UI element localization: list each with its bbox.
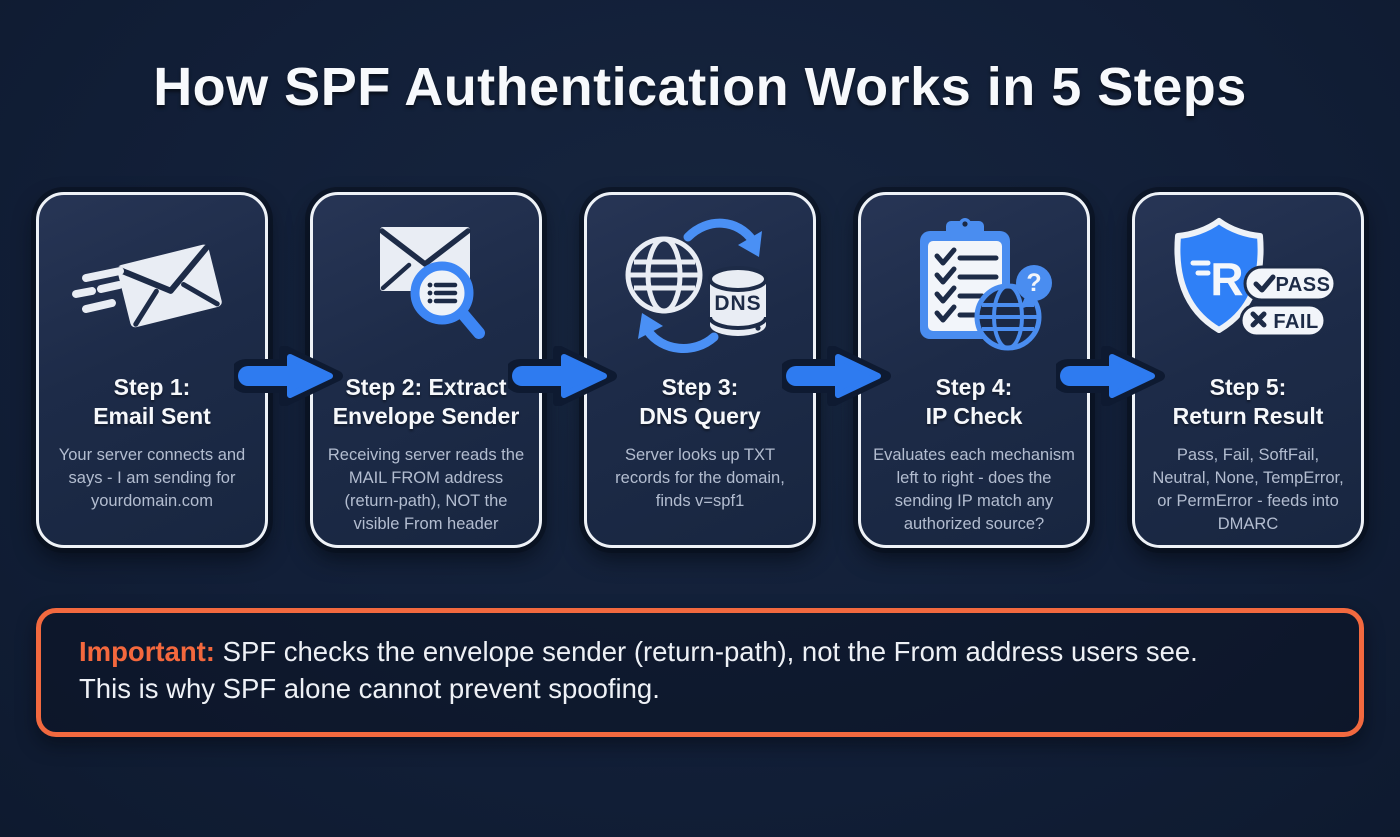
globe-dns-cycle-icon: DNS: [610, 195, 790, 373]
step-description: Receiving server reads the MAIL FROM add…: [327, 445, 525, 534]
email-sent-icon: [64, 195, 240, 373]
step-title-line2: DNS Query: [639, 402, 761, 429]
step-card-1: Step 1: Email Sent Your server connects …: [36, 192, 268, 548]
callout-text: Important: SPF checks the envelope sende…: [79, 634, 1321, 707]
step-title: Step 2: Extract Envelope Sender: [333, 373, 520, 431]
step-title: Step 3: DNS Query: [639, 373, 760, 431]
step-card-2: Step 2: Extract Envelope Sender Receivin…: [310, 192, 542, 548]
page-title: How SPF Authentication Works in 5 Steps: [153, 57, 1247, 117]
steps-row: Step 1: Email Sent Your server connects …: [36, 192, 1364, 548]
step-card-4: ? Step 4: IP Check Evaluates each mechan…: [858, 192, 1090, 548]
step-title: Step 4: IP Check: [926, 373, 1023, 431]
callout-label: Important:: [79, 636, 215, 667]
dns-label: DNS: [714, 292, 761, 315]
step-description: Server looks up TXT records for the doma…: [615, 445, 785, 511]
step-title-line1: Step 2: Extract: [345, 374, 507, 400]
step-title-line2: Return Result: [1172, 402, 1324, 429]
step-title-line2: IP Check: [925, 402, 1023, 429]
fail-label: FAIL: [1273, 311, 1318, 333]
step-title: Step 1: Email Sent: [93, 373, 211, 431]
fail-badge: FAIL: [1239, 303, 1327, 338]
step-title-line2: Email Sent: [93, 402, 211, 429]
arrow-right-icon: [508, 346, 617, 406]
question-mark: ?: [1026, 269, 1041, 297]
important-callout: Important: SPF checks the envelope sende…: [36, 608, 1364, 738]
step-card-3: DNS Step 3: DNS Query Server looks up TX…: [584, 192, 816, 548]
step-title-line1: Step 1:: [113, 374, 191, 400]
step-description: Your server connects and says - I am sen…: [58, 445, 246, 511]
envelope-magnifier-icon: [338, 195, 514, 373]
arrow-right-icon: [782, 346, 891, 406]
step-card-5: R PASS FAIL Step 5: Return Result Pass, …: [1132, 192, 1364, 548]
step-description: Pass, Fail, SoftFail, Neutral, None, Tem…: [1152, 445, 1344, 534]
pass-label: PASS: [1276, 274, 1331, 296]
step-title: Step 5: Return Result: [1173, 373, 1324, 431]
arrow-right-icon: [234, 346, 343, 406]
step-title-line1: Step 3:: [661, 374, 739, 400]
step-title-line1: Step 5:: [1209, 374, 1287, 400]
checklist-globe-question-icon: ?: [884, 195, 1064, 373]
shield-result-icon: R PASS FAIL: [1153, 195, 1343, 373]
callout-line1: SPF checks the envelope sender (return-p…: [222, 636, 1198, 667]
arrow-right-icon: [1056, 346, 1165, 406]
step-title-line1: Step 4:: [935, 374, 1013, 400]
callout-line2: This is why SPF alone cannot prevent spo…: [79, 672, 660, 704]
step-description: Evaluates each mechanism left to right -…: [873, 445, 1075, 534]
shield-letter: R: [1210, 253, 1243, 305]
pass-badge: PASS: [1243, 265, 1337, 302]
step-title-line2: Envelope Sender: [332, 402, 520, 429]
